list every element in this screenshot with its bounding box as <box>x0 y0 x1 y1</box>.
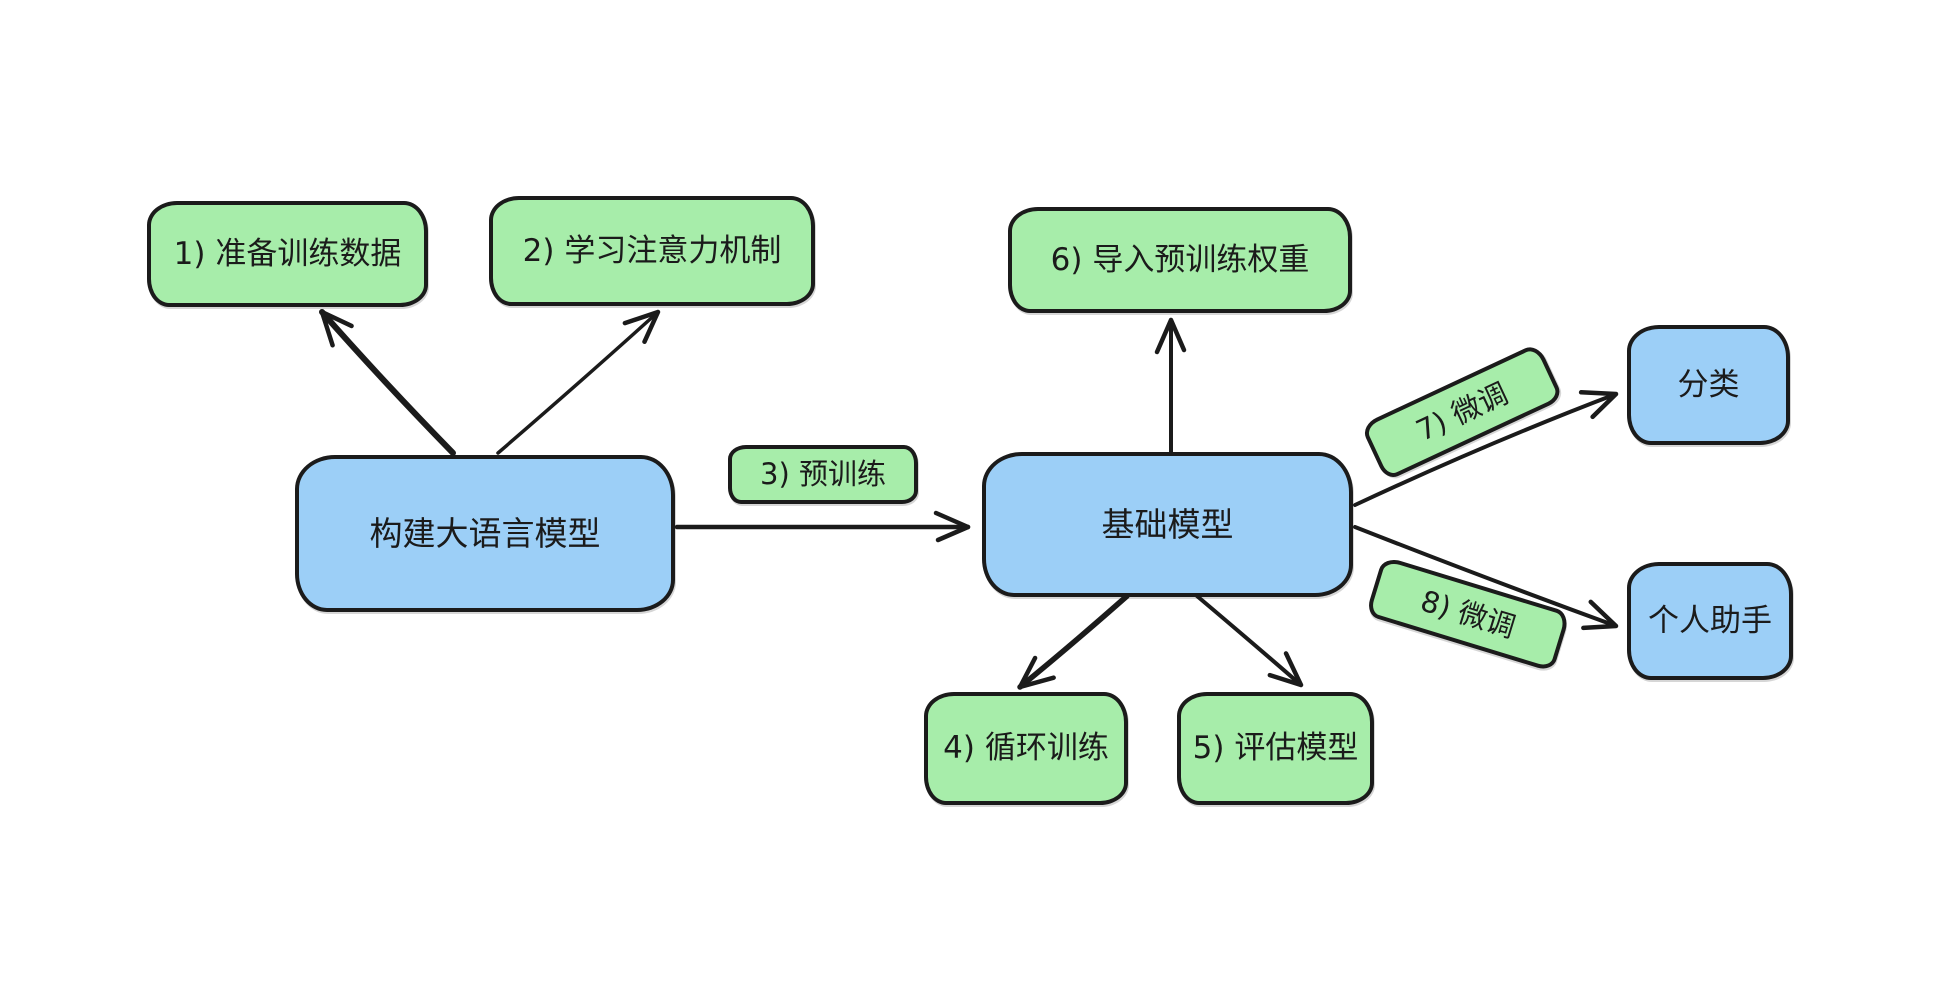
node-prepare-training-data: 1) 准备训练数据 <box>147 201 428 307</box>
node-import-pretrained-weights: 6) 导入预训练权重 <box>1008 207 1352 313</box>
arrow-build-to-step2 <box>496 309 661 455</box>
node-label: 1) 准备训练数据 <box>173 235 402 272</box>
arrow-base-to-step5 <box>1195 594 1304 688</box>
node-label: 基础模型 <box>1101 504 1234 544</box>
node-evaluate-model: 5) 评估模型 <box>1177 692 1374 805</box>
node-classification: 分类 <box>1627 325 1790 445</box>
node-label: 4) 循环训练 <box>943 730 1109 767</box>
arrow-build-to-step1 <box>319 309 456 456</box>
node-label: 2) 学习注意力机制 <box>522 232 782 269</box>
node-label: 构建大语言模型 <box>369 513 601 553</box>
node-personal-assistant: 个人助手 <box>1627 562 1793 680</box>
node-base-model: 基础模型 <box>982 452 1353 597</box>
node-label: 5) 评估模型 <box>1192 730 1359 767</box>
arrow-base-to-step4 <box>1017 593 1130 690</box>
node-label: 3) 预训练 <box>760 457 886 492</box>
node-build-llm: 构建大语言模型 <box>295 455 675 612</box>
arrow-base-to-assistant <box>1353 525 1619 631</box>
edge-label-pretrain: 3) 预训练 <box>728 445 918 504</box>
arrow-base-to-classify <box>1353 390 1619 507</box>
node-label: 分类 <box>1677 366 1740 403</box>
node-loop-training: 4) 循环训练 <box>924 692 1128 805</box>
node-learn-attention-mechanism: 2) 学习注意力机制 <box>489 196 815 306</box>
node-label: 6) 导入预训练权重 <box>1050 241 1310 278</box>
node-label: 个人助手 <box>1648 602 1772 639</box>
